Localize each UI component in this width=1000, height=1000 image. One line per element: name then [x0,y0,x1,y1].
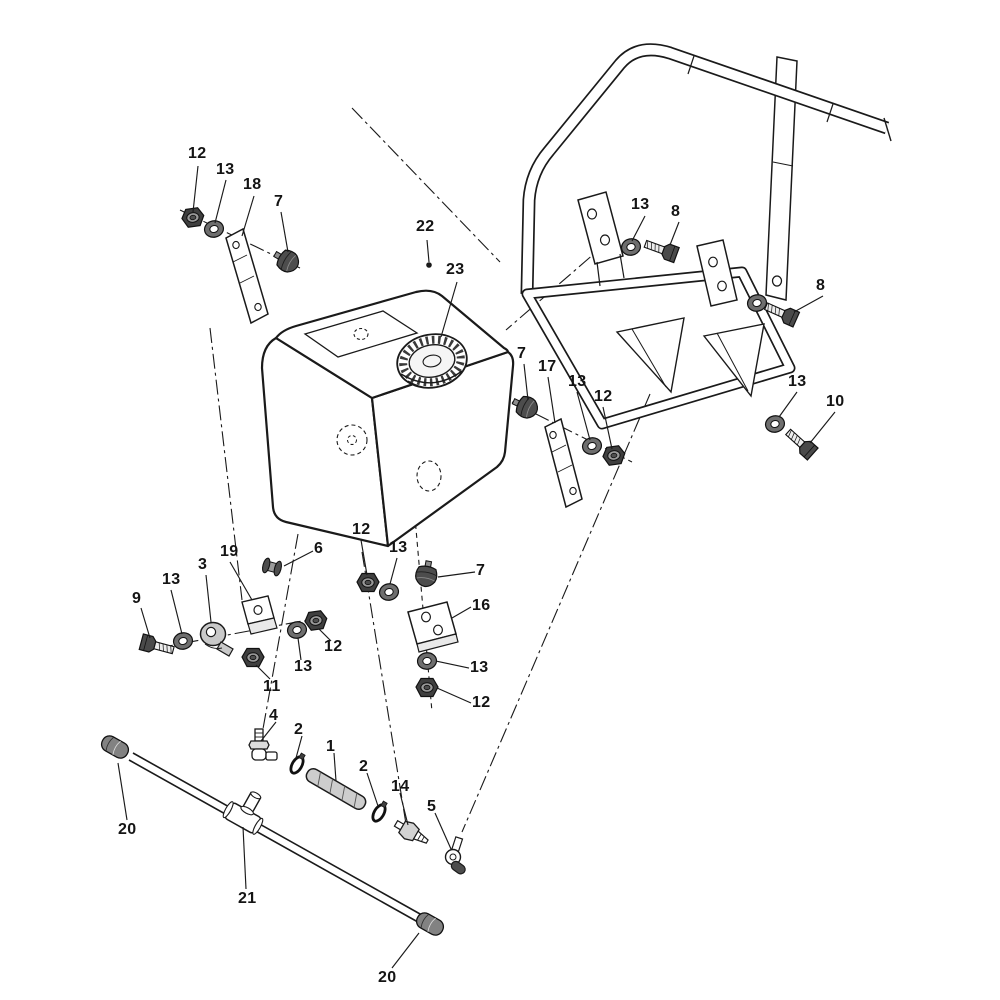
callout-16: 16 [472,597,491,614]
bracket-19 [241,595,278,635]
mounting-plate-left [577,191,625,287]
callout-13: 13 [788,373,807,390]
fitting-14 [393,819,429,844]
hex-bolt [642,235,680,264]
hex-bolt [138,633,176,659]
mounting-strip-17 [544,417,583,509]
bracket-16 [407,601,459,653]
elbow-fitting-4 [248,728,278,761]
mounting-plate-right [696,239,738,307]
callout-13: 13 [294,658,313,675]
callout-19: 19 [220,543,239,560]
callout-13: 13 [631,196,650,213]
elbow-fitting-5 [444,836,466,875]
callout-2: 2 [359,758,369,775]
mounting-strip-18 [225,227,269,325]
cone-grommet [269,244,304,277]
callout-12: 12 [324,638,343,655]
cone-grommet [508,391,542,423]
callout-9: 9 [132,590,142,607]
callout-8: 8 [671,203,681,220]
callout-2: 2 [294,721,304,738]
flat-washer [415,650,439,672]
callout-23: 23 [446,261,465,278]
hex-nut [415,677,439,698]
callout-13: 13 [389,539,408,556]
callout-10: 10 [826,393,845,410]
callout-12: 12 [352,521,371,538]
hex-nut [241,647,265,668]
hose-clamp [286,750,309,777]
hex-nut [356,572,380,593]
callout-5: 5 [427,798,437,815]
loop-clamp-3 [199,621,234,657]
callout-4: 4 [269,707,279,724]
callout-7: 7 [274,193,284,210]
leader-lines [117,165,836,969]
callout-8: 8 [816,277,826,294]
callout-20: 20 [378,969,397,986]
callout-13: 13 [216,161,235,178]
callout-12: 12 [594,388,613,405]
callout-12: 12 [188,145,207,162]
fuel-tank [260,289,515,548]
callout-20: 20 [118,821,137,838]
callout-18: 18 [243,176,262,193]
callout-12: 12 [472,694,491,711]
hex-bolt [782,425,819,461]
flat-washer [202,218,226,240]
control-rod-assembly [98,732,447,939]
callout-7: 7 [476,562,486,579]
end-grommet [98,732,132,762]
callout-1: 1 [326,738,336,755]
callout-13: 13 [568,373,587,390]
cone-grommet [413,558,440,589]
callout-13: 13 [470,659,489,676]
callout-6: 6 [314,540,324,557]
callout-21: 21 [238,890,257,907]
flat-washer [619,236,643,258]
filler-cap [396,333,468,389]
callout-22: 22 [416,218,435,235]
support-strap [765,56,798,301]
handle-frame [520,43,892,430]
tee-fitting [222,791,264,835]
callout-13: 13 [162,571,181,588]
hose-1 [305,767,367,811]
spool-mount [260,556,284,578]
flat-washer [580,435,604,457]
callout-11: 11 [263,678,281,695]
hose-clamp [368,798,391,825]
callout-14: 14 [391,778,410,795]
callout-17: 17 [538,358,557,375]
flat-washer [763,413,787,435]
callout-3: 3 [198,556,208,573]
flat-washer [377,581,401,603]
hex-nut [303,609,329,632]
callout-7: 7 [517,345,527,362]
flat-washer [171,630,195,652]
hose-assembly [248,728,466,875]
gusset-brackets [615,317,765,398]
